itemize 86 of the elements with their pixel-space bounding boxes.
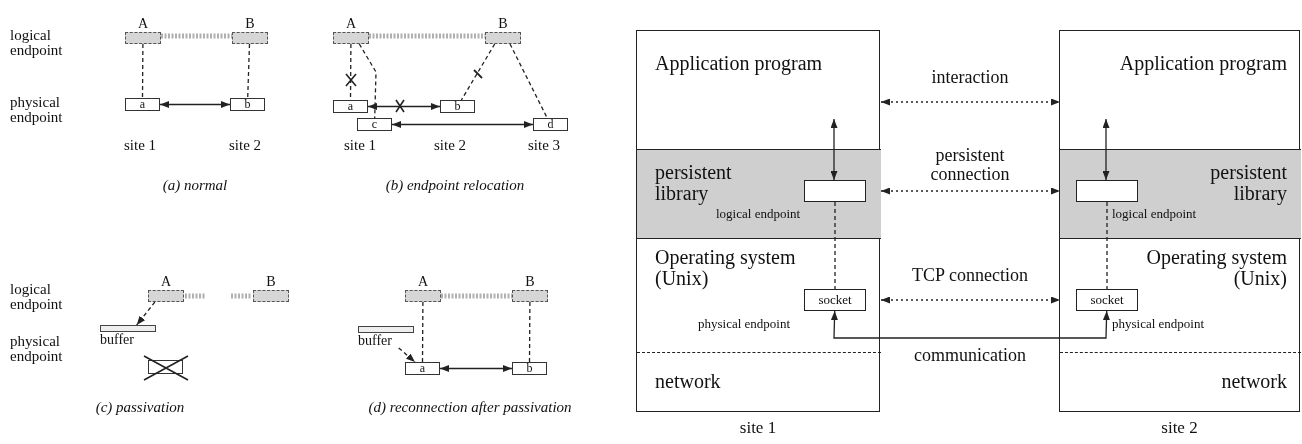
endpoint-letter: A xyxy=(136,16,150,32)
arrow xyxy=(367,103,441,110)
layer-label: Operating system (Unix) xyxy=(655,247,797,289)
layer-label: network xyxy=(655,371,721,392)
site-label: site 2 xyxy=(229,137,262,154)
endpoint-letter: B xyxy=(524,274,536,290)
link-band xyxy=(161,33,232,39)
arrow xyxy=(136,301,156,326)
connector-line xyxy=(247,43,251,99)
arrow xyxy=(398,347,416,363)
site-label: site 2 xyxy=(1160,418,1199,438)
arrow xyxy=(159,101,231,108)
endpoint-box: b xyxy=(512,362,547,375)
endpoint-letter: B xyxy=(497,16,509,32)
endpoint-box: b xyxy=(230,98,265,111)
socket-box: socket xyxy=(1076,289,1138,311)
endpoint-box: d xyxy=(533,118,568,131)
connector-line xyxy=(509,43,548,119)
caption-text: (a) normal xyxy=(162,178,228,193)
caption-text: logical endpoint xyxy=(1112,206,1197,222)
connector-line xyxy=(141,43,144,99)
endpoint-letter: A xyxy=(416,274,430,290)
buffer-bar xyxy=(100,325,156,347)
logical-endpoint-box xyxy=(232,16,268,44)
buffer-label: buffer xyxy=(100,332,135,347)
logical-endpoint-box xyxy=(804,180,866,202)
layer-label: Application program xyxy=(655,53,823,74)
layer-label: persistent library xyxy=(1209,162,1287,204)
endpoint-box: a xyxy=(125,98,160,111)
connector-line xyxy=(1106,201,1108,290)
layer-band xyxy=(637,149,881,239)
caption-text: physical endpoint xyxy=(1112,316,1205,332)
caption-text: physical endpoint xyxy=(698,316,791,332)
connector-line xyxy=(358,43,377,119)
row-label: logical endpoint xyxy=(10,282,64,312)
logical-endpoint-box xyxy=(125,16,161,44)
arrow xyxy=(439,365,513,372)
row-label: logical endpoint xyxy=(10,28,64,58)
connector-line xyxy=(460,43,496,101)
caption-text: logical endpoint xyxy=(716,206,801,222)
endpoint-letter: B xyxy=(265,274,277,290)
crossed-out-box xyxy=(148,360,183,374)
layer-band xyxy=(1060,149,1301,239)
connector-line xyxy=(421,301,424,363)
arrow xyxy=(880,296,1061,304)
site-label: site 2 xyxy=(434,137,467,154)
connector-line xyxy=(528,301,531,363)
endpoint-box: a xyxy=(405,362,440,375)
site-label: site 1 xyxy=(344,137,377,154)
caption-text: (b) endpoint relocation xyxy=(385,178,525,193)
row-label: physical endpoint xyxy=(10,95,64,125)
arrow xyxy=(880,187,1061,195)
layer-label: network xyxy=(1221,371,1287,392)
layer-label: Application program xyxy=(1119,53,1287,74)
endpoint-box: a xyxy=(333,100,368,113)
logical-endpoint-box xyxy=(405,274,441,302)
logical-endpoint-box xyxy=(512,274,548,302)
logical-endpoint-box xyxy=(485,16,521,44)
caption-text: (d) reconnection after passivation xyxy=(368,400,572,415)
arrow xyxy=(391,121,534,128)
logical-endpoint-box xyxy=(253,274,289,302)
buffer-label: buffer xyxy=(358,333,393,348)
link-band xyxy=(441,293,512,299)
logical-endpoint-box xyxy=(333,16,369,44)
endpoint-box: c xyxy=(357,118,392,131)
site-label: site 1 xyxy=(738,418,778,438)
row-label: physical endpoint xyxy=(10,334,64,364)
endpoint-letter: A xyxy=(159,274,173,290)
socket-box: socket xyxy=(804,289,866,311)
layer-label: Operating system (Unix) xyxy=(1145,247,1287,289)
site-label: site 3 xyxy=(528,137,561,154)
link-band xyxy=(369,33,485,39)
logical-endpoint-box xyxy=(148,274,184,302)
arrow xyxy=(830,310,1110,339)
caption-text: (c) passivation xyxy=(95,400,185,415)
endpoint-letter: B xyxy=(244,16,256,32)
site-label: site 1 xyxy=(124,137,157,154)
endpoint-box: b xyxy=(440,100,475,113)
arrow xyxy=(1102,118,1110,181)
logical-endpoint-box xyxy=(1076,180,1138,202)
connector-line xyxy=(834,201,836,290)
buffer-bar xyxy=(358,326,414,348)
arrow xyxy=(880,98,1061,106)
layer-label: persistent library xyxy=(655,162,733,204)
arrow xyxy=(830,118,838,181)
endpoint-letter: A xyxy=(344,16,358,32)
